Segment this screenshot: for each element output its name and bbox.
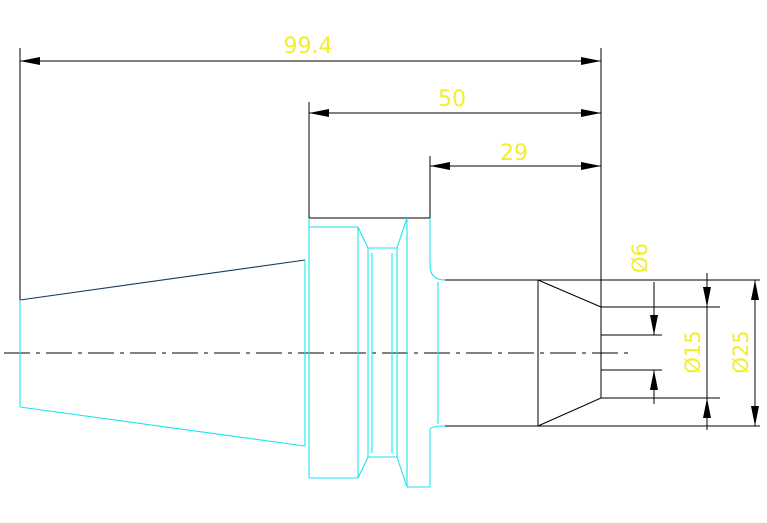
- dimension-text-d6: Ø6: [628, 243, 652, 273]
- dimension-text-29: 29: [500, 141, 528, 166]
- dimension-text-d15: Ø15: [681, 330, 705, 373]
- dimension-text-d25: Ø25: [729, 330, 753, 373]
- dimension-flange-to-end: 50: [308, 87, 601, 218]
- dimension-text-99-4: 99.4: [284, 34, 333, 59]
- dimension-shank-diameter: Ø25: [729, 280, 759, 426]
- flange-section: [308, 217, 446, 488]
- dimension-overall-length: 99.4: [19, 34, 602, 300]
- taper-section: [19, 259, 306, 447]
- dimension-text-50: 50: [438, 87, 466, 112]
- dimension-bore-mid-diameter: Ø15: [681, 273, 711, 430]
- dimension-bore-small-diameter: Ø6: [628, 243, 658, 404]
- dimension-shank-length: 29: [429, 141, 601, 218]
